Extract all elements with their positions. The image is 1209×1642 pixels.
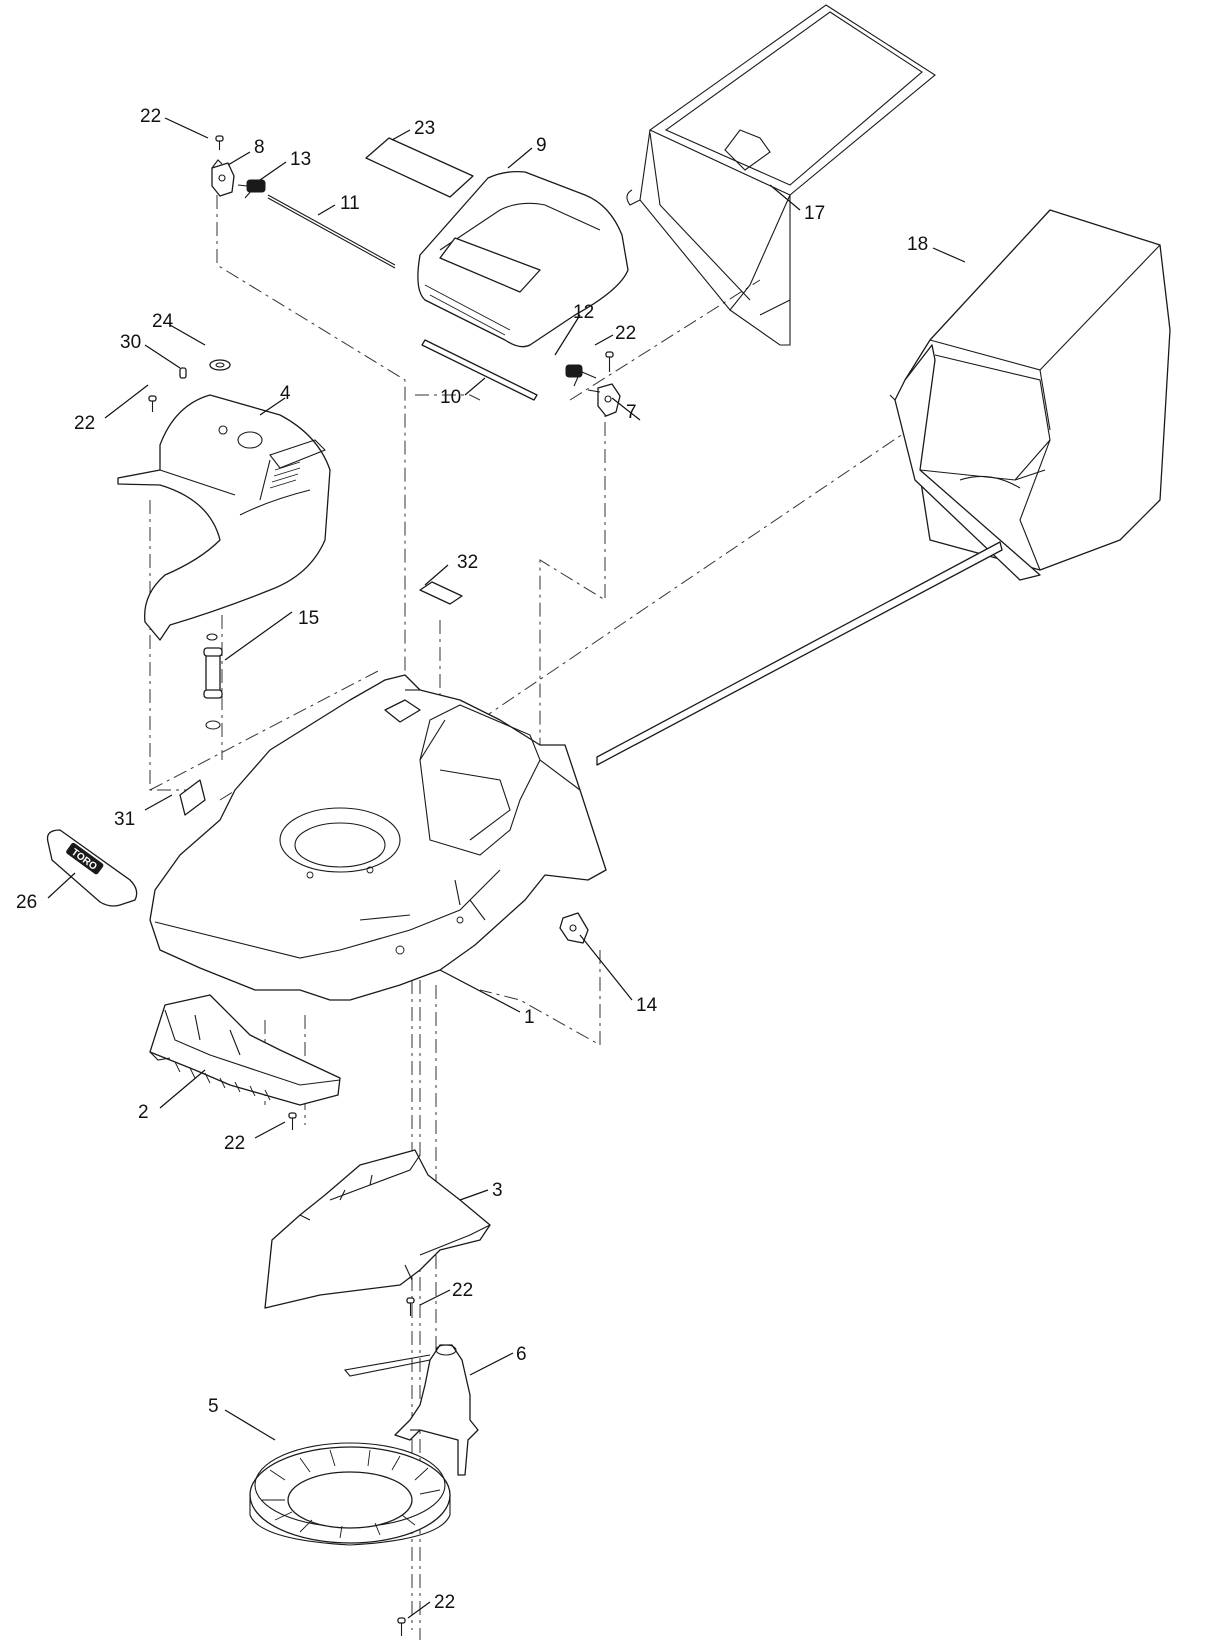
callout-26: 26 xyxy=(16,892,37,913)
callout-10: 10 xyxy=(440,387,461,408)
vent-slots xyxy=(269,461,301,489)
leader-lines xyxy=(47,117,966,1619)
part-30-stud xyxy=(179,367,187,379)
part-10-seal-strip xyxy=(421,339,538,401)
part-14-latch xyxy=(559,912,589,944)
callout-18: 18 xyxy=(907,234,928,255)
part-5-ring xyxy=(249,1442,451,1546)
part-22-screw-right-bracket xyxy=(605,351,614,372)
callout-2: 2 xyxy=(138,1102,149,1123)
callout-4: 4 xyxy=(280,383,291,404)
callout-7: 7 xyxy=(626,402,637,423)
part-22-screw-rear-baffle xyxy=(406,1297,415,1316)
callout-13: 13 xyxy=(290,149,311,170)
callout-8: 8 xyxy=(254,137,265,158)
part-23-decal xyxy=(365,137,474,198)
part-3-rear-baffle xyxy=(264,1149,491,1309)
callout-labels: 22 8 13 11 23 9 17 18 24 30 22 4 12 22 7… xyxy=(16,106,928,1613)
part-18-grass-bag xyxy=(889,209,1171,581)
callout-5: 5 xyxy=(208,1396,219,1417)
callout-32: 32 xyxy=(457,552,478,573)
callout-24: 24 xyxy=(152,311,174,332)
part-15-spacer xyxy=(203,633,223,730)
callout-11: 11 xyxy=(340,193,360,214)
bag-stiffener-strip xyxy=(596,541,1003,766)
callout-23: 23 xyxy=(414,118,435,139)
part-26-front-bumper: TORO xyxy=(46,829,138,907)
part-6-bracket xyxy=(343,1344,479,1476)
part-24-washer xyxy=(209,359,231,371)
part-2-front-baffle xyxy=(149,994,341,1106)
callout-1: 1 xyxy=(524,1007,535,1028)
part-1-mower-deck xyxy=(149,674,607,1001)
callout-15: 15 xyxy=(298,608,319,629)
part-11-hinge-rod xyxy=(267,194,396,269)
part-8-left-hinge-bracket xyxy=(211,159,235,197)
part-4-discharge-cover xyxy=(117,394,331,641)
callout-22-bottom: 22 xyxy=(434,1592,455,1613)
callout-22-cover: 22 xyxy=(74,413,95,434)
callout-22-rear-baffle: 22 xyxy=(452,1280,473,1301)
part-22-screw-baffle xyxy=(288,1112,297,1130)
callout-12: 12 xyxy=(573,302,594,323)
part-9-rear-door xyxy=(417,170,629,348)
part-22-screw-top-left xyxy=(215,135,224,150)
callout-31: 31 xyxy=(114,809,135,830)
callout-22-right: 22 xyxy=(615,323,636,344)
callout-22-baffle: 22 xyxy=(224,1133,245,1154)
callout-3: 3 xyxy=(492,1180,503,1201)
callout-22-top-left: 22 xyxy=(140,106,161,127)
part-13-torsion-spring-left xyxy=(237,179,266,199)
callout-9: 9 xyxy=(536,135,547,156)
part-22-screw-bottom xyxy=(397,1617,406,1636)
callout-30: 30 xyxy=(120,332,141,353)
part-31-pad xyxy=(179,779,206,816)
part-7-right-hinge-bracket xyxy=(587,383,621,417)
part-22-screw-cover xyxy=(148,395,157,412)
part-32-label xyxy=(419,581,463,605)
callout-6: 6 xyxy=(516,1344,527,1365)
part-17-bag-frame xyxy=(626,4,936,346)
callout-17: 17 xyxy=(804,203,825,224)
part-12-torsion-spring-right xyxy=(565,364,597,387)
callout-14: 14 xyxy=(636,995,658,1016)
